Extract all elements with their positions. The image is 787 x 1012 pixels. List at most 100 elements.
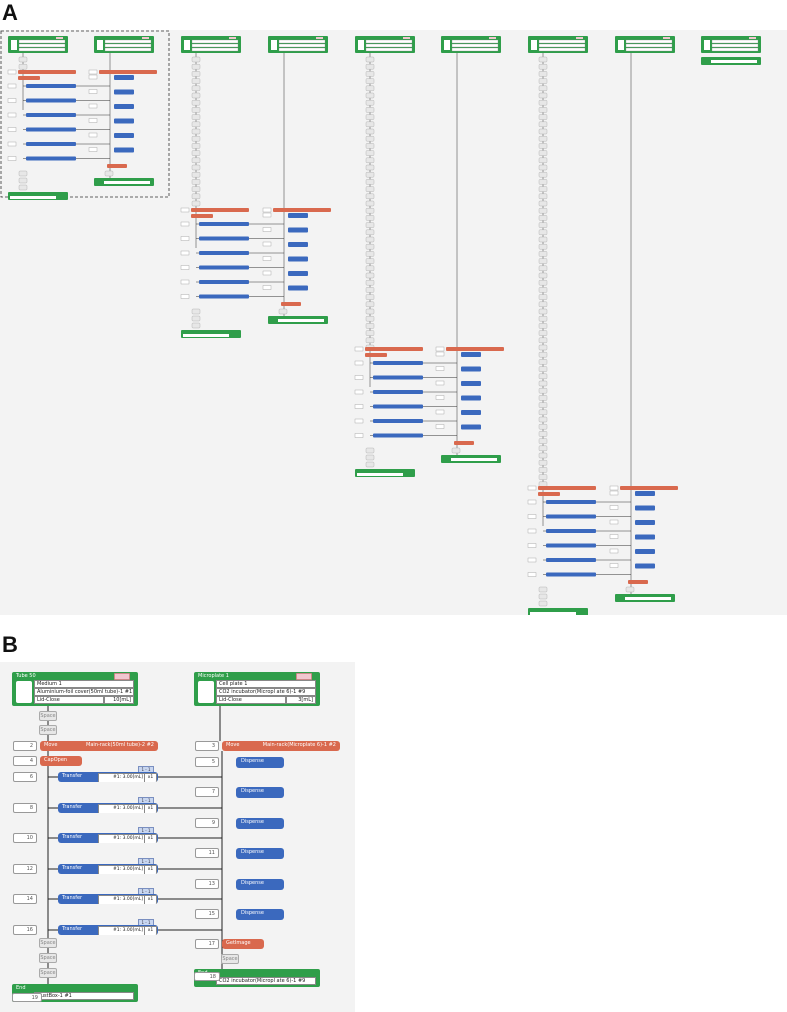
spacer xyxy=(191,92,201,99)
spacer xyxy=(538,373,548,379)
step-number xyxy=(609,505,619,510)
transfer-step[interactable]: Transfer #1: 3.00[mL] x1 xyxy=(58,864,158,874)
step-number xyxy=(527,485,537,491)
transfer-multiplier[interactable]: x1 xyxy=(144,926,157,935)
spacer xyxy=(191,171,201,178)
dispense-step xyxy=(114,89,134,95)
transfer-multiplier[interactable]: x1 xyxy=(144,804,157,813)
plate-header-mini-row xyxy=(278,39,326,44)
step-number xyxy=(262,207,272,213)
spacer xyxy=(365,301,375,307)
step-number: 18 xyxy=(194,972,220,981)
transfer-multiplier[interactable]: x1 xyxy=(144,773,157,782)
spacer xyxy=(538,222,548,228)
spacer[interactable]: Space xyxy=(221,954,239,964)
close-icon xyxy=(576,37,583,39)
spacer xyxy=(538,186,548,192)
spacer xyxy=(538,251,548,257)
close-icon[interactable] xyxy=(114,673,130,680)
end-row xyxy=(625,597,671,600)
spacer xyxy=(538,128,548,135)
spacer xyxy=(365,92,375,99)
end-node-right[interactable]: End CO2 incubator(Micropl ate 6)-1 #9 xyxy=(194,969,320,987)
transfer-volume[interactable]: #1: 3.00[mL] xyxy=(98,773,146,782)
move-step-right[interactable]: Move Main-rack(Microplate 6)-1 #2 xyxy=(222,741,340,751)
dispense-step[interactable]: Dispense xyxy=(236,848,284,859)
transfer-volume[interactable]: #1: 3.00[mL] xyxy=(98,895,146,904)
step-number xyxy=(435,380,445,386)
spacer xyxy=(538,323,548,329)
tube-header-mini-row xyxy=(191,43,239,48)
spacer[interactable]: Space xyxy=(39,725,57,735)
step-number xyxy=(7,127,17,132)
capopen-step[interactable]: CapOpen xyxy=(40,756,82,766)
close-icon xyxy=(56,37,63,39)
spacer xyxy=(538,409,548,415)
spacer xyxy=(538,157,548,164)
transfer-step[interactable]: Transfer #1: 3.00[mL] x1 xyxy=(58,772,158,782)
capopen-step xyxy=(538,492,560,496)
dispense-step[interactable]: Dispense xyxy=(236,818,284,829)
dispense-step[interactable]: Dispense xyxy=(236,787,284,798)
transfer-volume[interactable]: #1: 3.00[mL] xyxy=(98,804,146,813)
plate-header-mini-row xyxy=(451,47,499,52)
transfer-multiplier[interactable]: x1 xyxy=(144,865,157,874)
spacer xyxy=(365,265,375,272)
spacer xyxy=(538,600,548,607)
spacer xyxy=(365,171,375,178)
spacer[interactable]: Space xyxy=(39,938,57,948)
transfer-step[interactable]: Transfer #1: 3.00[mL] x1 xyxy=(58,925,158,935)
transfer-volume[interactable]: #1: 3.00[mL] xyxy=(98,865,146,874)
transfer-volume[interactable]: #1: 3.00[mL] xyxy=(98,834,146,843)
transfer-step[interactable]: Transfer #1: 3.00[mL] x1 xyxy=(58,894,158,904)
dispense-step[interactable]: Dispense xyxy=(236,879,284,890)
spacer xyxy=(18,56,28,63)
step-number xyxy=(180,250,190,256)
step-number xyxy=(354,418,364,424)
transfer-volume[interactable]: #1: 3.00[mL] xyxy=(98,926,146,935)
transfer-step[interactable]: Transfer #1: 3.00[mL] x1 xyxy=(58,803,158,813)
step-number xyxy=(88,103,98,109)
spacer xyxy=(191,179,201,185)
panel-a-diagram xyxy=(0,30,761,615)
step-number xyxy=(609,563,619,568)
spacer xyxy=(365,251,375,257)
transfer-step[interactable]: Transfer #1: 3.00[mL] x1 xyxy=(58,833,158,843)
tube-header-mini-row xyxy=(365,39,413,44)
end-row xyxy=(530,612,576,615)
getimage-step xyxy=(454,441,474,445)
spacer xyxy=(365,164,375,171)
transfer-step xyxy=(199,236,249,241)
step-number: 6 xyxy=(13,772,37,782)
microplate-header[interactable]: Microplate 1 Cell plate 1 CO2 incubator(… xyxy=(194,672,320,706)
spacer xyxy=(191,186,201,192)
spacer xyxy=(365,287,375,293)
spacer[interactable]: Space xyxy=(39,711,57,721)
spacer xyxy=(538,85,548,91)
getimage-step[interactable]: GetImage xyxy=(222,939,264,949)
step-number xyxy=(180,265,190,270)
close-icon[interactable] xyxy=(296,673,312,680)
spacer xyxy=(538,424,548,430)
end-node-left[interactable]: End DustBox-1 #1 xyxy=(12,984,138,1002)
tube-header[interactable]: Tube 50 Medium 1 Aluminium-foil cover(50… xyxy=(12,672,138,706)
spacer xyxy=(191,193,201,200)
dispense-step[interactable]: Dispense xyxy=(236,757,284,768)
move-step[interactable]: Move Main-rack(50ml tube)-2 #2 xyxy=(40,741,158,751)
step-number xyxy=(609,548,619,554)
spacer[interactable]: Space xyxy=(39,953,57,963)
spacer xyxy=(365,215,375,221)
transfer-multiplier[interactable]: x1 xyxy=(144,895,157,904)
transfer-step xyxy=(373,433,423,438)
tube-header-mini-row xyxy=(18,39,66,44)
spacer xyxy=(278,308,288,315)
dispense-step xyxy=(114,118,134,124)
spacer xyxy=(538,344,548,351)
close-icon xyxy=(142,37,149,39)
close-icon xyxy=(403,37,410,39)
step-number xyxy=(354,360,364,366)
plate-header-mini-row xyxy=(625,47,673,52)
dispense-step[interactable]: Dispense xyxy=(236,909,284,920)
spacer[interactable]: Space xyxy=(39,968,57,978)
transfer-multiplier[interactable]: x1 xyxy=(144,834,157,843)
